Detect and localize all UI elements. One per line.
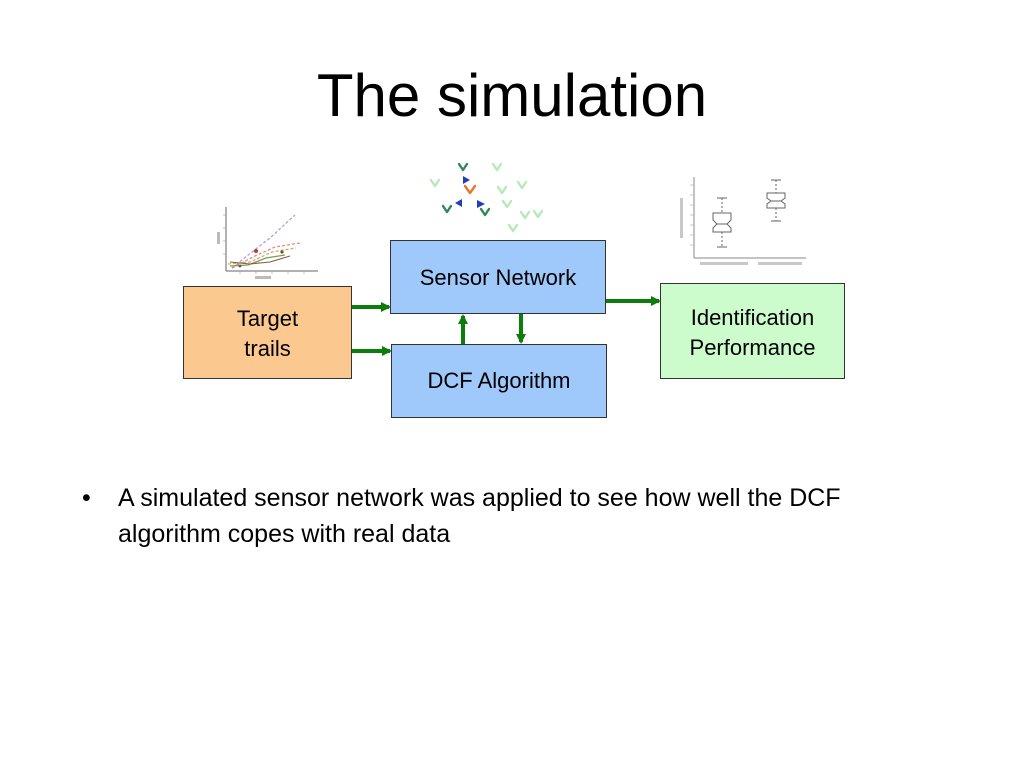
dcf-algorithm-node: DCF Algorithm <box>391 344 607 418</box>
trajectory-plot-thumbnail <box>217 207 318 279</box>
bullet-symbol: • <box>82 484 91 512</box>
sensor-network-label: Sensor Network <box>419 265 577 290</box>
identification-performance-label-line2: Performance <box>689 335 816 360</box>
target-trails-label-line1: Target <box>236 306 299 331</box>
identification-performance-label-line1: Identification <box>690 305 815 330</box>
bullet-list: • A simulated sensor network was applied… <box>82 480 902 552</box>
bullet-item: • A simulated sensor network was applied… <box>82 480 902 552</box>
identification-performance-node: Identification Performance <box>660 283 845 379</box>
dcf-algorithm-label: DCF Algorithm <box>427 368 571 393</box>
sensor-network-node: Sensor Network <box>390 240 606 314</box>
bullet-text: A simulated sensor network was applied t… <box>118 484 841 548</box>
slide-title: The simulation <box>316 62 708 129</box>
sensor-icons-thumbnail <box>429 162 544 233</box>
boxplot-thumbnail <box>680 177 806 265</box>
target-trails-node: Target trails <box>183 286 352 379</box>
target-trails-label-line2: trails <box>244 336 291 361</box>
